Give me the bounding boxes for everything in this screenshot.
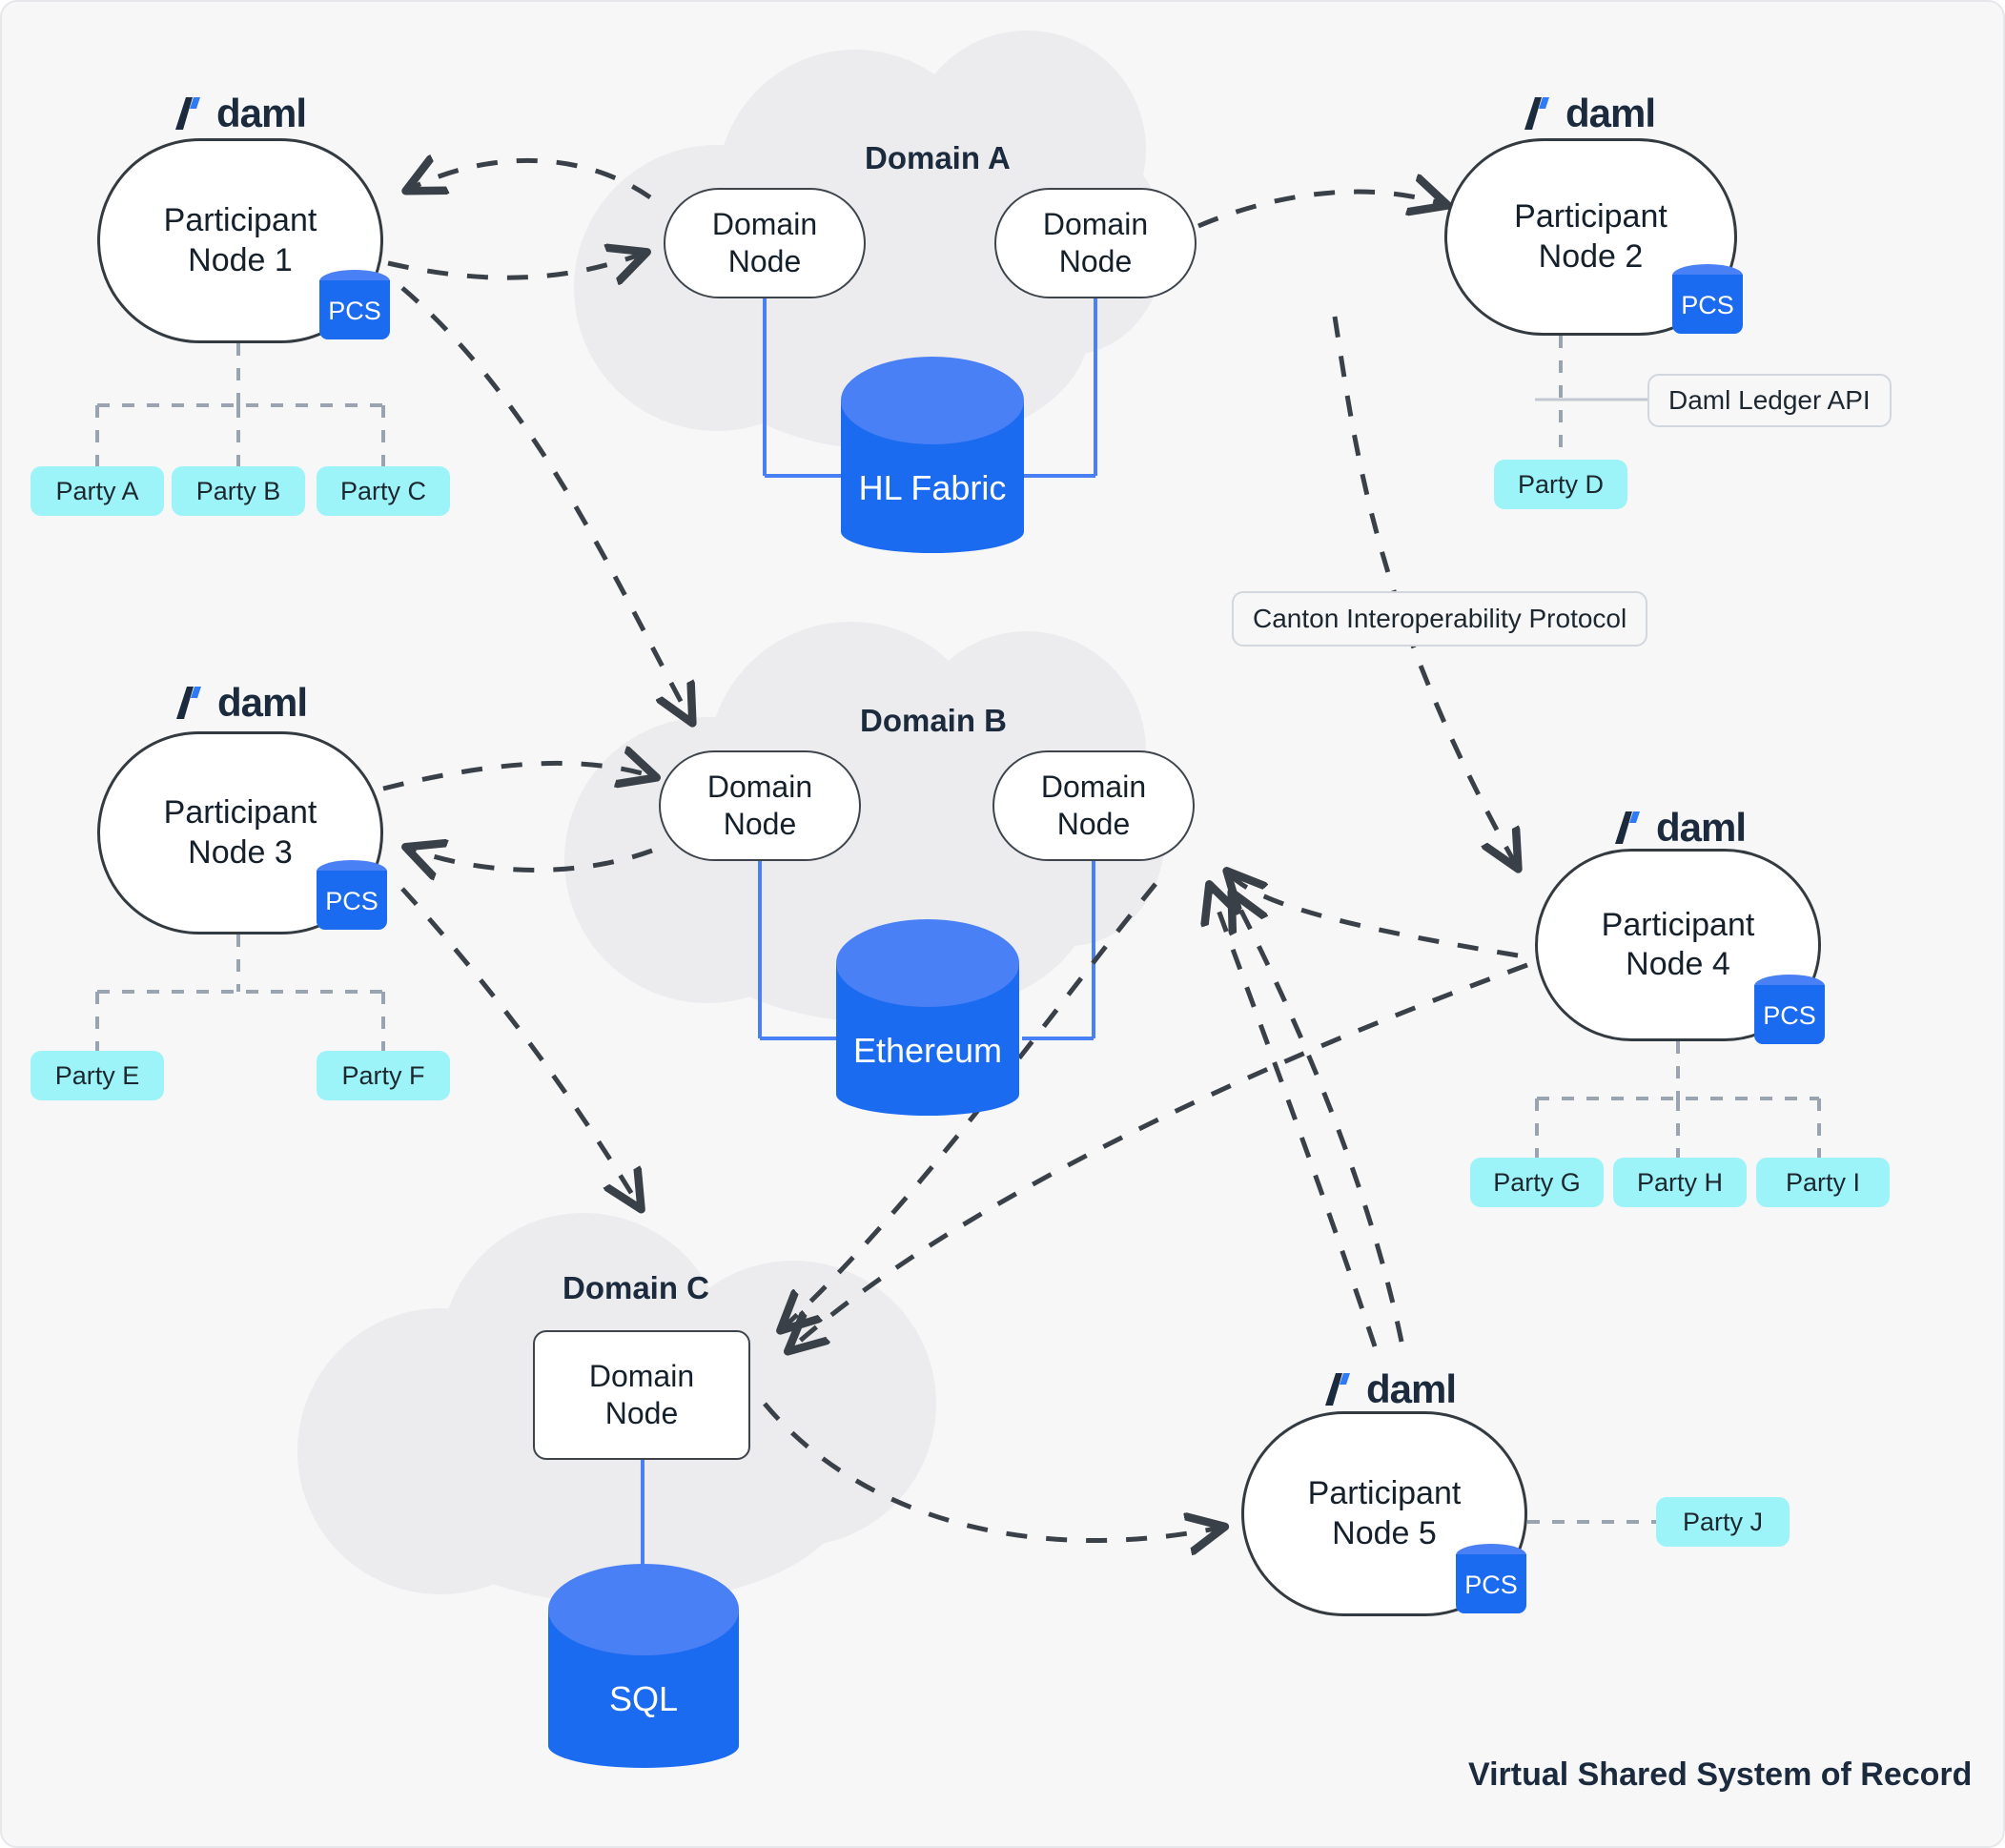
pcs-body <box>1456 1554 1526 1613</box>
daml-lambda-icon <box>176 685 209 721</box>
daml-wordmark: daml <box>217 680 308 725</box>
daml-wordmark: daml <box>1656 805 1747 850</box>
pcs-label: PCS <box>1464 1571 1518 1599</box>
pcs-label: PCS <box>328 297 381 325</box>
callout-daml-ledger-api: Daml Ledger API <box>1647 374 1892 427</box>
party-chip-d[interactable]: Party D <box>1494 460 1627 509</box>
pcs-label: PCS <box>1763 1001 1816 1030</box>
ledger-hl-fabric-label: HL Fabric <box>858 468 1007 507</box>
pcs-label: PCS <box>1681 291 1734 319</box>
daml-lambda-icon <box>175 95 208 132</box>
pcs-label: PCS <box>325 887 378 915</box>
domain-title-b: Domain B <box>860 703 1008 738</box>
pcs-store-pn3: PCS <box>317 860 387 936</box>
ledger-ethereum: Ethereum <box>836 919 1019 1129</box>
daml-logo-pn3: daml <box>176 680 308 725</box>
domain-title-c: Domain C <box>563 1270 710 1305</box>
cylinder-cap <box>841 357 1024 444</box>
daml-lambda-icon <box>1615 810 1647 846</box>
footer-title: Virtual Shared System of Record <box>1468 1756 1973 1793</box>
pcs-body <box>319 280 390 339</box>
pcs-body <box>1754 985 1825 1044</box>
daml-lambda-icon <box>1524 95 1557 132</box>
domain-title-a: Domain A <box>865 140 1011 175</box>
ledger-ethereum-label: Ethereum <box>852 1031 1003 1070</box>
party-chip-f[interactable]: Party F <box>317 1051 450 1100</box>
ledger-hl-fabric: HL Fabric <box>841 357 1024 566</box>
daml-logo-pn1: daml <box>175 91 307 135</box>
pcs-body <box>1672 275 1743 334</box>
party-chip-h[interactable]: Party H <box>1613 1158 1747 1207</box>
daml-wordmark: daml <box>1565 91 1656 135</box>
party-chip-a[interactable]: Party A <box>31 466 164 516</box>
callout-canton-protocol: Canton Interoperability Protocol <box>1232 591 1648 647</box>
daml-wordmark: daml <box>1366 1366 1457 1411</box>
party-chip-j[interactable]: Party J <box>1656 1497 1790 1547</box>
ledger-sql-label: SQL <box>608 1679 679 1718</box>
daml-logo-pn5: daml <box>1325 1366 1457 1411</box>
pcs-store-pn4: PCS <box>1754 975 1825 1051</box>
pcs-store-pn1: PCS <box>319 270 390 346</box>
daml-logo-pn4: daml <box>1615 805 1747 850</box>
ledger-sql: SQL <box>548 1564 739 1781</box>
party-chip-b[interactable]: Party B <box>172 466 305 516</box>
pcs-store-pn5: PCS <box>1456 1544 1526 1620</box>
party-chip-e[interactable]: Party E <box>31 1051 164 1100</box>
pcs-body <box>317 871 387 930</box>
cylinder-cap <box>836 919 1019 1007</box>
party-chip-g[interactable]: Party G <box>1470 1158 1604 1207</box>
cylinder-cap <box>548 1564 739 1655</box>
daml-lambda-icon <box>1325 1371 1358 1407</box>
party-chip-c[interactable]: Party C <box>317 466 450 516</box>
party-chip-i[interactable]: Party I <box>1756 1158 1890 1207</box>
daml-logo-pn2: daml <box>1524 91 1656 135</box>
daml-wordmark: daml <box>216 91 307 135</box>
pcs-store-pn2: PCS <box>1672 264 1743 340</box>
